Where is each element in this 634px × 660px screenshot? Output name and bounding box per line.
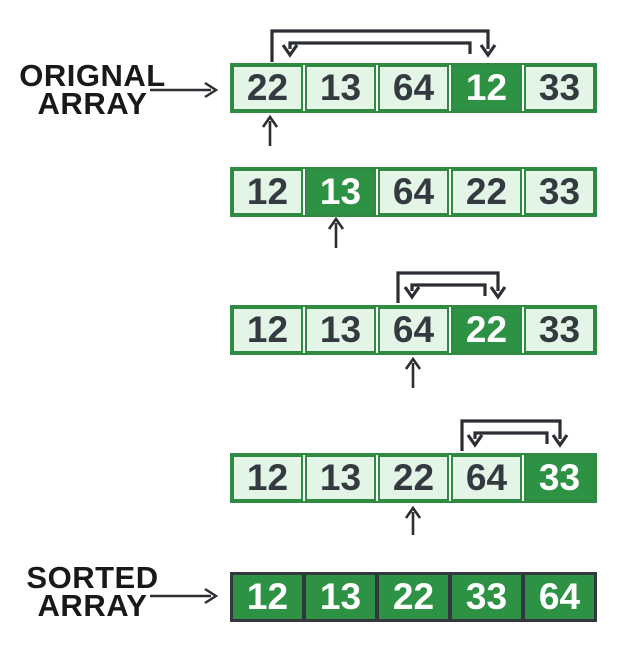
swap-arrowhead-inner-row1 (281, 44, 299, 58)
array-row-pass3: 12 13 64 22 33 (230, 305, 597, 355)
sorted-array-label: SORTED ARRAY (5, 560, 180, 623)
original-array-label-line1: ORIGNAL (19, 58, 166, 93)
swap-arrowhead-outer-row1 (479, 44, 497, 58)
array-row-pass2: 12 13 64 22 33 (230, 167, 597, 217)
sorted-array-label-line2: ARRAY (37, 588, 148, 623)
pointer-arrow-row2 (327, 216, 345, 248)
array-cell: 64 (378, 65, 449, 111)
array-cell: 33 (524, 65, 595, 111)
swap-bracket-inner-row1 (288, 41, 472, 54)
array-cell: 22 (378, 455, 449, 501)
array-cell-sorted: 22 (379, 575, 448, 619)
array-cell-highlighted: 13 (305, 169, 376, 215)
swap-arrowhead-inner-row3 (403, 286, 421, 300)
swap-bracket-outer-row3 (396, 271, 500, 303)
array-cell: 12 (232, 307, 303, 353)
array-cell-sorted: 12 (233, 575, 302, 619)
array-cell: 33 (524, 169, 595, 215)
array-cell: 13 (305, 65, 376, 111)
array-cell: 13 (305, 455, 376, 501)
sorted-array-label-line1: SORTED (26, 560, 159, 595)
array-cell: 64 (451, 455, 522, 501)
array-cell-highlighted: 22 (451, 307, 522, 353)
swap-bracket-inner-row4 (473, 431, 549, 444)
array-cell: 22 (232, 65, 303, 111)
array-cell: 33 (524, 307, 595, 353)
array-cell-highlighted: 12 (451, 65, 522, 111)
array-cell-sorted: 33 (452, 575, 521, 619)
array-row-pass4: 12 13 22 64 33 (230, 453, 597, 503)
array-cell-sorted: 64 (525, 575, 594, 619)
pointer-arrow-row4 (404, 505, 422, 535)
array-cell: 64 (378, 169, 449, 215)
original-array-label-line2: ARRAY (37, 86, 148, 121)
array-cell: 22 (451, 169, 522, 215)
array-cell: 13 (305, 307, 376, 353)
swap-bracket-outer-row4 (460, 419, 562, 451)
array-cell: 12 (232, 455, 303, 501)
array-row-original: 22 13 64 12 33 (230, 63, 597, 113)
swap-arrowhead-outer-row4 (551, 434, 569, 448)
array-cell: 64 (378, 307, 449, 353)
array-cell-highlighted: 33 (524, 455, 595, 501)
pointer-arrow-row1 (261, 114, 279, 146)
swap-arrowhead-inner-row4 (466, 434, 484, 448)
original-array-label: ORIGNAL ARRAY (5, 58, 180, 121)
pointer-arrow-row3 (404, 356, 422, 388)
array-cell-sorted: 13 (306, 575, 375, 619)
array-row-sorted: 12 13 22 33 64 (230, 572, 597, 622)
swap-bracket-inner-row3 (410, 283, 487, 296)
swap-arrowhead-outer-row3 (489, 286, 507, 300)
swap-bracket-outer-row1 (270, 29, 490, 62)
array-cell: 12 (232, 169, 303, 215)
